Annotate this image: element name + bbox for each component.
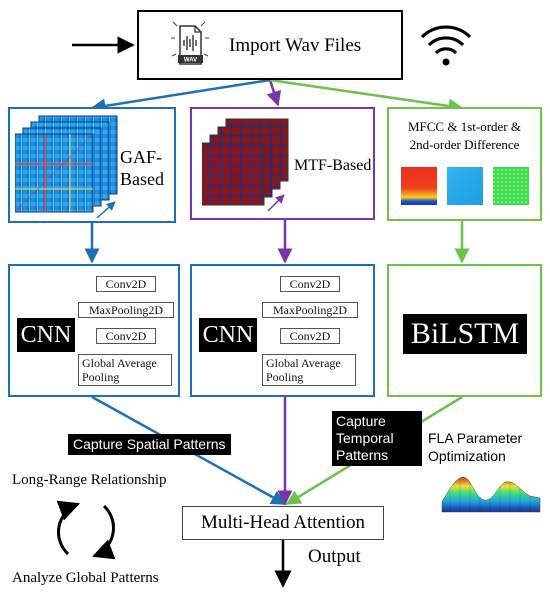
gaf-stack-arrow (96, 201, 116, 219)
gaf-label-line1: GAF- (120, 147, 163, 167)
import-to-gaf-arrow (90, 78, 271, 114)
cnn-left-conv2d-2: Conv2D (96, 328, 156, 344)
import-to-mtf-arrow (266, 79, 282, 107)
capture-temporal-patterns-label: Capture Temporal Patterns (332, 411, 422, 466)
cnn-left-title: CNN (17, 318, 75, 352)
fla-label-line2: Optimization (428, 448, 506, 464)
cnn-mid-global-average-pooling: Global Average Pooling (262, 354, 356, 386)
cnn-left-pooling-line2: Pooling (82, 370, 120, 384)
mfcc-thumbnail (401, 167, 437, 205)
cnn-mid-conv2d-2: Conv2D (280, 328, 340, 344)
mfcc-label-line2: 2nd-order Difference (409, 137, 520, 152)
cnn-left-conv2d-1: Conv2D (96, 276, 156, 292)
temporal-line2: Temporal (336, 430, 394, 446)
import-to-mfcc-arrow (269, 78, 464, 114)
second-order-thumbnail (493, 167, 529, 205)
cnn-mid-box: CNN Conv2D MaxPooling2D Conv2D Global Av… (190, 264, 375, 397)
wav-file-icon: WAV (171, 21, 209, 65)
capture-spatial-patterns-label: Capture Spatial Patterns (68, 434, 231, 455)
bilstm-box: BiLSTM (387, 264, 542, 397)
long-range-relationship-label: Long-Range Relationship (12, 472, 167, 488)
output-label: Output (308, 546, 361, 567)
cycle-arrows-icon (56, 500, 116, 560)
cnn-left-global-average-pooling: Global Average Pooling (78, 354, 172, 386)
temporal-line3: Patterns (336, 447, 389, 463)
wav-icon-text: WAV (184, 58, 197, 64)
cnn-mid-maxpooling2d: MaxPooling2D (262, 302, 358, 318)
cnn-left-pooling-line1: Global Average (82, 356, 157, 370)
multi-head-attention-box: Multi-Head Attention (182, 506, 384, 540)
mfcc-label-line1: MFCC & 1st-order & (407, 119, 522, 134)
mtf-image-stack (202, 118, 289, 212)
gaf-box: GAF- Based (8, 107, 176, 223)
import-box: WAV Import Wav Files (137, 10, 403, 80)
feature-thumbnails (401, 167, 529, 205)
analyze-global-patterns-label: Analyze Global Patterns (12, 570, 159, 586)
mtf-label: MTF-Based (294, 157, 372, 174)
first-order-thumbnail (447, 167, 483, 205)
mfcc-box: MFCC & 1st-order & 2nd-order Difference (387, 107, 542, 221)
mtf-box: MTF-Based (190, 107, 375, 220)
cnn-left-maxpooling2d: MaxPooling2D (78, 302, 174, 318)
temporal-line1: Capture (336, 413, 386, 429)
gaf-image-stack (15, 115, 118, 219)
cnn-left-box: CNN Conv2D MaxPooling2D Conv2D Global Av… (8, 264, 180, 397)
mtf-stack-arrow (267, 194, 285, 212)
cnn-mid-title: CNN (199, 318, 257, 352)
cnn-mid-pooling-line2: Pooling (266, 370, 304, 384)
wifi-icon (420, 25, 472, 66)
import-label: Import Wav Files (229, 35, 362, 56)
cnn-mid-conv2d-1: Conv2D (280, 276, 340, 292)
optimization-surface-plot (441, 477, 541, 513)
gaf-label-line2: Based (120, 169, 164, 189)
fla-label-line1: FLA Parameter (428, 430, 523, 446)
cnn-mid-pooling-line1: Global Average (266, 356, 341, 370)
bilstm-title: BiLSTM (403, 314, 527, 354)
